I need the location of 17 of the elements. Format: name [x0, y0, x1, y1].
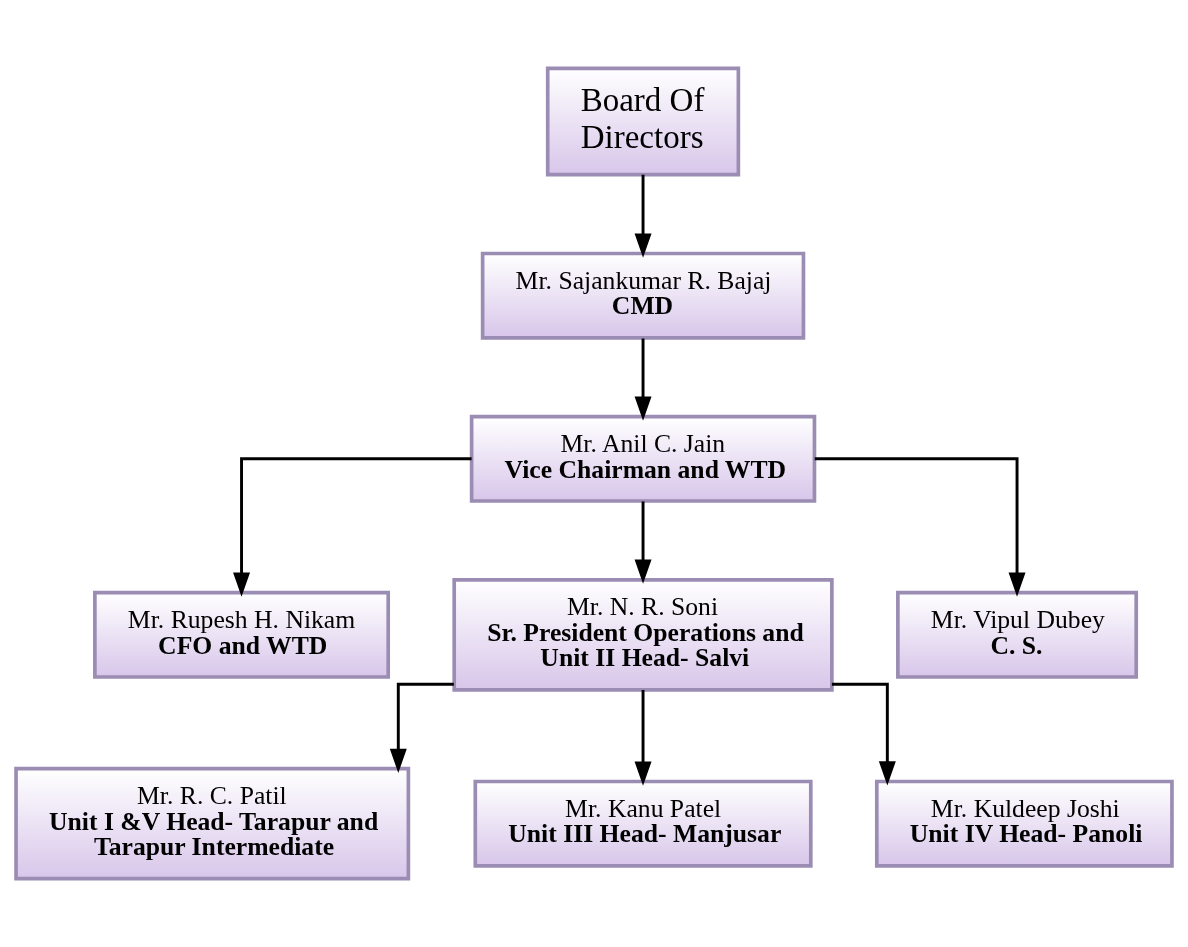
node-box: Mr. Anil C. Jain Vice Chairman and WTD [469, 414, 817, 503]
arrow [634, 501, 652, 584]
arrow [233, 457, 472, 597]
arrow [634, 689, 652, 786]
arrow [634, 174, 652, 258]
node-box: Mr. Vipul Dubey C. S. [896, 590, 1139, 679]
node-box: Mr. Kanu Patel Unit III Head- Manjusar [473, 779, 813, 868]
node-box: Mr. Kuldeep Joshi Unit IV Head- Panoli [874, 779, 1174, 868]
node-box: Mr. R. C. Patil Unit I &V Head- Tarapur and Tarapur Intermediate [14, 766, 411, 881]
node-box: Mr. Sajankumar R. Bajaj CMD [480, 251, 806, 340]
node-box: Board Of Directors [545, 66, 741, 177]
arrow [831, 682, 896, 786]
arrow [814, 457, 1026, 597]
node-box: Mr. Rupesh H. Nikam CFO and WTD [93, 590, 391, 679]
arrow [389, 682, 454, 774]
node-box: Mr. N. R. Soni Sr. President Operations and Unit II Head- Salvi [452, 578, 834, 692]
arrow [634, 338, 652, 421]
